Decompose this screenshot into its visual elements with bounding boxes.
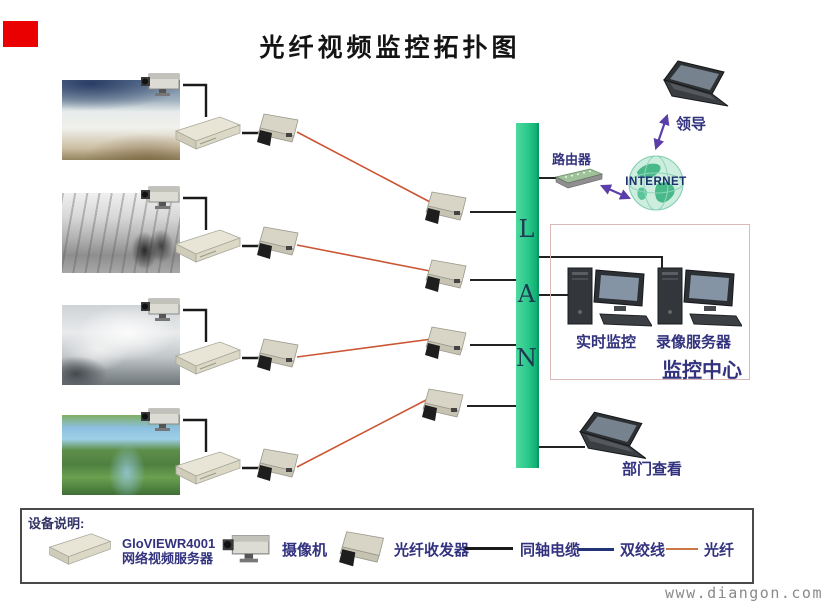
page-title: 光纤视频监控拓扑图 [259, 34, 521, 62]
internet-arrows [599, 113, 670, 200]
twisted-pair-cables [467, 177, 663, 448]
legend-camera-icon [222, 535, 270, 563]
leader-label: 领导 [676, 116, 707, 133]
lan-letter-a: A [517, 280, 536, 308]
department-laptop-icon [579, 411, 647, 459]
video-server-icon [174, 116, 242, 150]
realtime-monitor-computer-icon [567, 267, 652, 327]
fiber-lines [296, 131, 433, 468]
legend-video-server-icon [48, 533, 112, 565]
camera-icon [141, 298, 180, 321]
twisted-pair-line-sample [578, 548, 614, 551]
legend-server-name: 网络视频服务器 [122, 551, 214, 566]
lan-letter-n: N [516, 344, 537, 372]
fiber-transmitter-icon [257, 448, 299, 481]
fiber-receiver-icon [425, 326, 467, 359]
router-label: 路由器 [552, 152, 592, 167]
legend-box: 设备说明: GloVIEWR4001 网络视频服务器 摄像机 光纤收发器 同轴电… [20, 508, 754, 584]
red-marker [3, 21, 38, 47]
video-server-icon [174, 229, 242, 263]
video-server-icon [174, 451, 242, 485]
legend-transceiver-icon [339, 531, 385, 567]
legend-transceiver-label: 光纤收发器 [394, 542, 470, 559]
fiber-transmitter-icon [257, 226, 299, 259]
recording-server-computer-icon [657, 267, 742, 327]
legend-server-model: GloVIEWR4001 [122, 536, 216, 551]
monitor-center-label: 监控中心 [662, 360, 742, 382]
legend-camera-label: 摄像机 [282, 542, 328, 559]
fiber-line-sample [666, 548, 698, 550]
fiber-receiver-icon [422, 388, 464, 421]
fiber-transmitter-icon [257, 338, 299, 371]
legend-server-label: GloVIEWR4001 网络视频服务器 [122, 536, 215, 566]
camera-icon [141, 408, 180, 431]
camera-icon [141, 186, 180, 209]
video-server-icon [174, 341, 242, 375]
monitoring-center-box [550, 224, 750, 380]
lan-letter-l: L [518, 215, 535, 243]
recording-server-label: 录像服务器 [656, 334, 732, 351]
fiber-transmitter-icon [257, 113, 299, 146]
legend-twisted-pair-label: 双绞线 [620, 542, 666, 559]
department-view-label: 部门查看 [622, 461, 683, 478]
leader-laptop-icon [663, 60, 729, 107]
fiber-receiver-icon [425, 191, 467, 224]
legend-fiber-label: 光纤 [704, 542, 735, 559]
legend-coaxial-label: 同轴电缆 [520, 542, 581, 559]
legend-heading: 设备说明: [28, 516, 85, 531]
router-icon [554, 168, 604, 189]
watermark: www.diangon.com [665, 584, 823, 602]
camera-icon [141, 73, 180, 96]
internet-label: INTERNET [625, 176, 687, 188]
lan-bar: L A N [516, 123, 539, 468]
coaxial-line-sample [465, 547, 513, 550]
realtime-monitor-label: 实时监控 [576, 334, 637, 351]
internet-globe-icon [628, 155, 684, 211]
fiber-receiver-icon [425, 259, 467, 292]
